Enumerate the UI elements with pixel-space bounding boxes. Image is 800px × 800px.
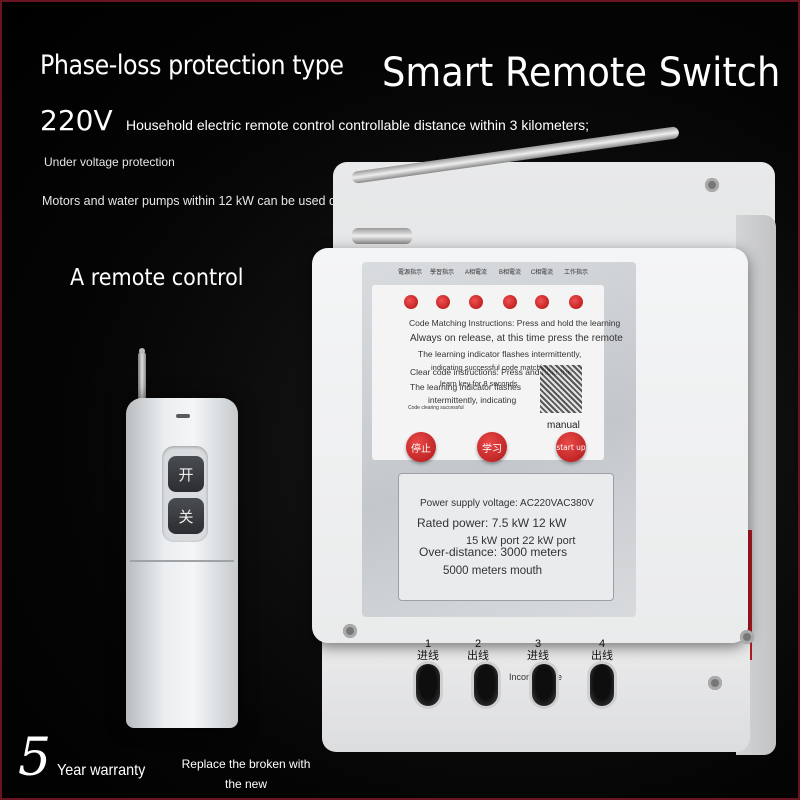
spec-box xyxy=(398,473,614,601)
cable-port-icon xyxy=(416,664,440,706)
spec-line: Rated power: 7.5 kW 12 kW xyxy=(417,516,567,530)
headline-left: Phase-loss protection type xyxy=(40,50,344,81)
screw-icon xyxy=(740,630,754,644)
cable-port-icon xyxy=(532,664,556,706)
instruction-line: intermittently, indicating xyxy=(428,395,517,405)
indicator-label: B相電流 xyxy=(498,270,521,276)
indicator-label: 工作指示 xyxy=(564,270,589,276)
spec-line: Power supply voltage: AC220VAC380V xyxy=(420,498,594,509)
screw-icon xyxy=(705,178,719,192)
indicator-light-icon xyxy=(535,295,549,309)
indicator-light-icon xyxy=(436,295,450,309)
qr-code-icon xyxy=(540,365,582,413)
warranty-text: Year warranty xyxy=(57,762,146,779)
indicator-light-icon xyxy=(469,295,483,309)
remote-control: 开 关 xyxy=(126,398,238,728)
motors-text: Motors and water pumps within 12 kW can … xyxy=(42,194,369,208)
instruction-line: indicating successful code matching xyxy=(431,363,551,372)
instruction-line: Code Matching Instructions: Press and ho… xyxy=(409,318,621,328)
indicator-label: A相電流 xyxy=(464,270,487,276)
instruction-line: Always on release, at this time press th… xyxy=(410,333,623,344)
replace-text: Replace the broken with the new xyxy=(181,757,311,791)
indicator-label: 學習指示 xyxy=(430,270,455,276)
antenna-base-icon xyxy=(352,228,412,244)
indicator-label: C相電流 xyxy=(530,270,554,276)
instruction-line: Clear code instructions: Press and hold … xyxy=(410,367,573,377)
remote-label: A remote control xyxy=(70,265,244,291)
remote-on-button[interactable]: 开 xyxy=(168,456,204,492)
voltage-description: Household electric remote control contro… xyxy=(126,117,589,133)
start-button[interactable]: start up xyxy=(556,432,586,462)
remote-led-icon xyxy=(176,414,190,418)
stop-button[interactable]: 停止 xyxy=(406,432,436,462)
learn-button[interactable]: 学习 xyxy=(477,432,507,462)
cable-port-icon xyxy=(590,664,614,706)
indicator-light-icon xyxy=(503,295,517,309)
headline-right: Smart Remote Switch xyxy=(382,50,781,96)
under-voltage-text: Under voltage protection xyxy=(44,155,175,169)
voltage-label: 220V xyxy=(40,104,113,137)
remote-off-button[interactable]: 关 xyxy=(168,498,204,534)
screw-icon xyxy=(708,676,722,690)
indicator-light-icon xyxy=(404,295,418,309)
spec-line: 5000 meters mouth xyxy=(443,565,543,577)
instruction-line: Code clearing successful xyxy=(408,405,464,411)
indicator-label: 電源指示 xyxy=(398,270,423,276)
remote-seam xyxy=(130,560,234,562)
screw-icon xyxy=(343,624,357,638)
indicator-light-icon xyxy=(569,295,583,309)
manual-label: manual xyxy=(547,420,580,431)
spec-line: Over-distance: 3000 meters xyxy=(419,545,568,559)
instruction-line: The learning indicator flashes intermitt… xyxy=(418,349,582,359)
instruction-line: learn key for 8 seconds xyxy=(440,379,518,388)
remote-antenna-icon xyxy=(138,348,146,402)
spec-line: 15 kW port 22 kW port xyxy=(466,535,576,547)
warranty-number: 5 xyxy=(18,728,52,788)
instruction-line: The learning indicator flashes xyxy=(410,382,522,392)
cable-port-icon xyxy=(474,664,498,706)
